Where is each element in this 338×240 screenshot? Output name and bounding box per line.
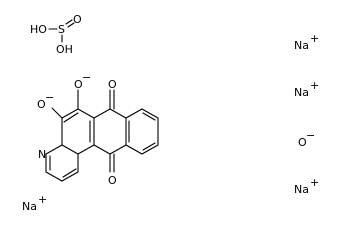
fused-ring-bonds xyxy=(45,89,159,182)
sodium-charge: + xyxy=(38,193,47,206)
sulfurous-acid: HO S O OH xyxy=(30,13,82,56)
atom-sulfur: S xyxy=(58,23,65,36)
atom-oh-left: HO xyxy=(30,23,47,36)
atom-o-minus-1: O xyxy=(74,78,83,91)
atom-o-minus-2: O xyxy=(37,98,46,111)
atom-o-ketone-top: O xyxy=(108,78,117,91)
sodium-ion: Na xyxy=(294,86,309,99)
bond-s-o-top-2 xyxy=(67,22,75,28)
bond xyxy=(77,108,95,119)
oxide-ion: O xyxy=(298,136,307,149)
bond xyxy=(141,144,159,155)
bond xyxy=(125,108,143,119)
atom-o-ketone-bottom: O xyxy=(108,174,117,187)
bond-c-o-minus-2 xyxy=(51,107,63,119)
bond xyxy=(109,108,127,119)
bond xyxy=(45,171,63,182)
sodium-charge: + xyxy=(310,176,319,189)
core-atom-labels: O − O − N O O xyxy=(37,71,117,187)
chemical-structure: HO S O OH xyxy=(22,13,319,213)
charge-minus: − xyxy=(45,91,54,104)
bond xyxy=(142,112,156,121)
oxide-charge: − xyxy=(306,129,315,142)
sodium-ion: Na xyxy=(294,39,309,52)
bond-s-o-top-1 xyxy=(65,19,73,25)
bond xyxy=(61,144,79,155)
bond xyxy=(45,144,63,155)
bond xyxy=(93,108,111,119)
atom-oh-bottom: OH xyxy=(56,43,73,56)
bond xyxy=(109,144,127,155)
sodium-charge: + xyxy=(310,32,319,45)
atom-nitrogen: N xyxy=(38,148,46,161)
sodium-charge: + xyxy=(310,79,319,92)
bond xyxy=(141,108,159,119)
counter-ions: Na + Na + O − Na + Na + xyxy=(22,32,319,213)
charge-minus: − xyxy=(82,71,91,84)
bond xyxy=(125,144,143,155)
sodium-ion: Na xyxy=(294,183,309,196)
bond xyxy=(93,144,111,155)
bond xyxy=(142,142,156,151)
sodium-ion: Na xyxy=(22,200,37,213)
bond xyxy=(62,168,77,178)
bond xyxy=(61,171,79,182)
bond xyxy=(63,112,79,123)
atom-o-top: O xyxy=(73,13,82,26)
bond xyxy=(77,144,95,155)
bond xyxy=(61,108,79,119)
